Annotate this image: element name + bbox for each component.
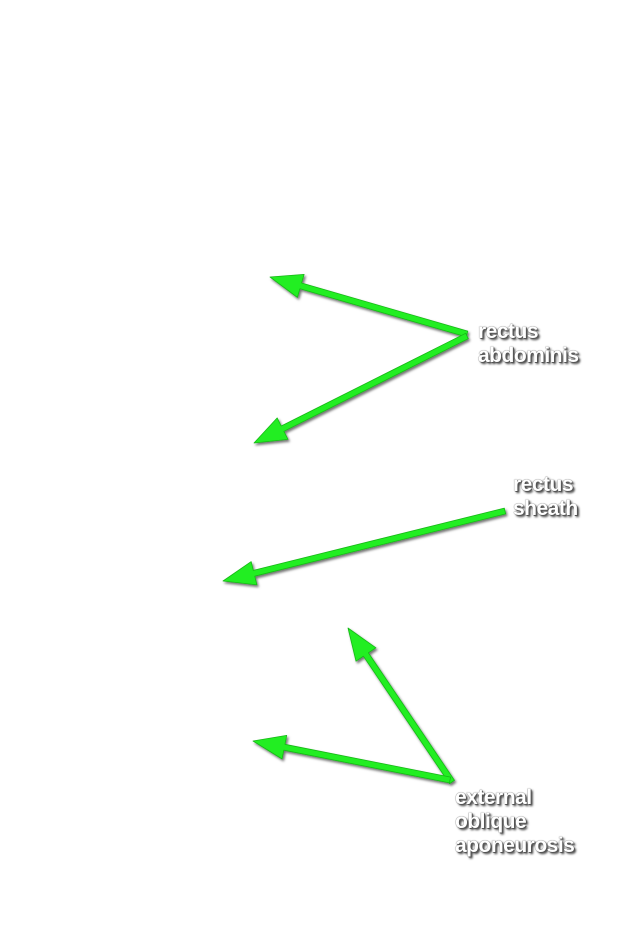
arrow-rectus-sheath: [222, 507, 507, 586]
arrow-rectus-abdominis-lower: [253, 332, 469, 444]
label-line: oblique: [455, 810, 527, 833]
arrow-external-oblique-lower: [252, 735, 452, 784]
label-line: abdominis: [478, 344, 579, 367]
label-external-oblique-aponeurosis: external oblique aponeurosis: [455, 786, 575, 858]
label-rectus-abdominis: rectus abdominis: [478, 320, 579, 368]
arrow-rectus-abdominis-upper: [269, 273, 469, 338]
label-line: sheath: [513, 497, 578, 520]
label-line: rectus: [513, 473, 574, 496]
label-line: rectus: [478, 320, 539, 343]
arrow-external-oblique-upper: [347, 627, 455, 785]
label-line: aponeurosis: [455, 834, 575, 857]
label-rectus-sheath: rectus sheath: [513, 473, 578, 521]
label-line: external: [455, 786, 532, 809]
